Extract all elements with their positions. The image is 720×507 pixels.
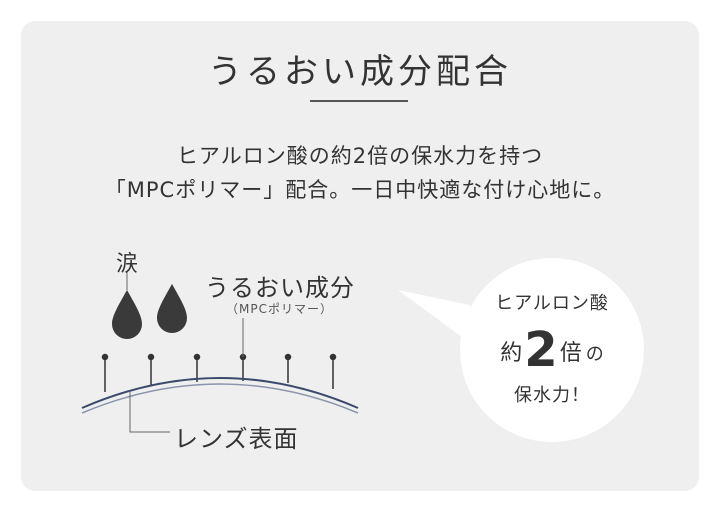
page-title: うるおい成分配合 bbox=[208, 52, 512, 92]
speech-bubble-tail bbox=[398, 290, 470, 340]
lens-leader-line bbox=[129, 392, 170, 433]
tear-drop-icon bbox=[157, 284, 187, 333]
tears-label: 涙 bbox=[116, 252, 139, 277]
tear-drop-icon bbox=[112, 290, 142, 339]
polymer-pins bbox=[101, 353, 337, 392]
description-line-2: 「MPCポリマー」配合。一日中快適な付け心地に。 bbox=[104, 178, 616, 202]
bubble-line-1: ヒアルロン酸 bbox=[495, 293, 609, 314]
lens-curve-icon bbox=[81, 377, 359, 409]
speech-bubble bbox=[398, 258, 644, 442]
bubble-number: 2 bbox=[524, 322, 558, 378]
title-divider bbox=[310, 100, 408, 102]
bubble-unit: 倍 bbox=[559, 341, 582, 366]
lens-surface-label: レンズ表面 bbox=[174, 425, 299, 453]
speech-bubble-circle bbox=[460, 258, 644, 442]
ingredient-label: うるおい成分 bbox=[205, 274, 355, 302]
bubble-line-2: 約2倍の bbox=[462, 325, 642, 380]
bubble-prefix: 約 bbox=[500, 341, 523, 366]
lens-curve-icon bbox=[81, 383, 359, 414]
bubble-particle: の bbox=[585, 344, 604, 365]
ingredient-sub-label: （MPCポリマー） bbox=[226, 302, 333, 316]
description-line-1: ヒアルロン酸の約2倍の保水力を持つ bbox=[176, 144, 544, 168]
bubble-line-3: 保水力！ bbox=[514, 385, 590, 406]
